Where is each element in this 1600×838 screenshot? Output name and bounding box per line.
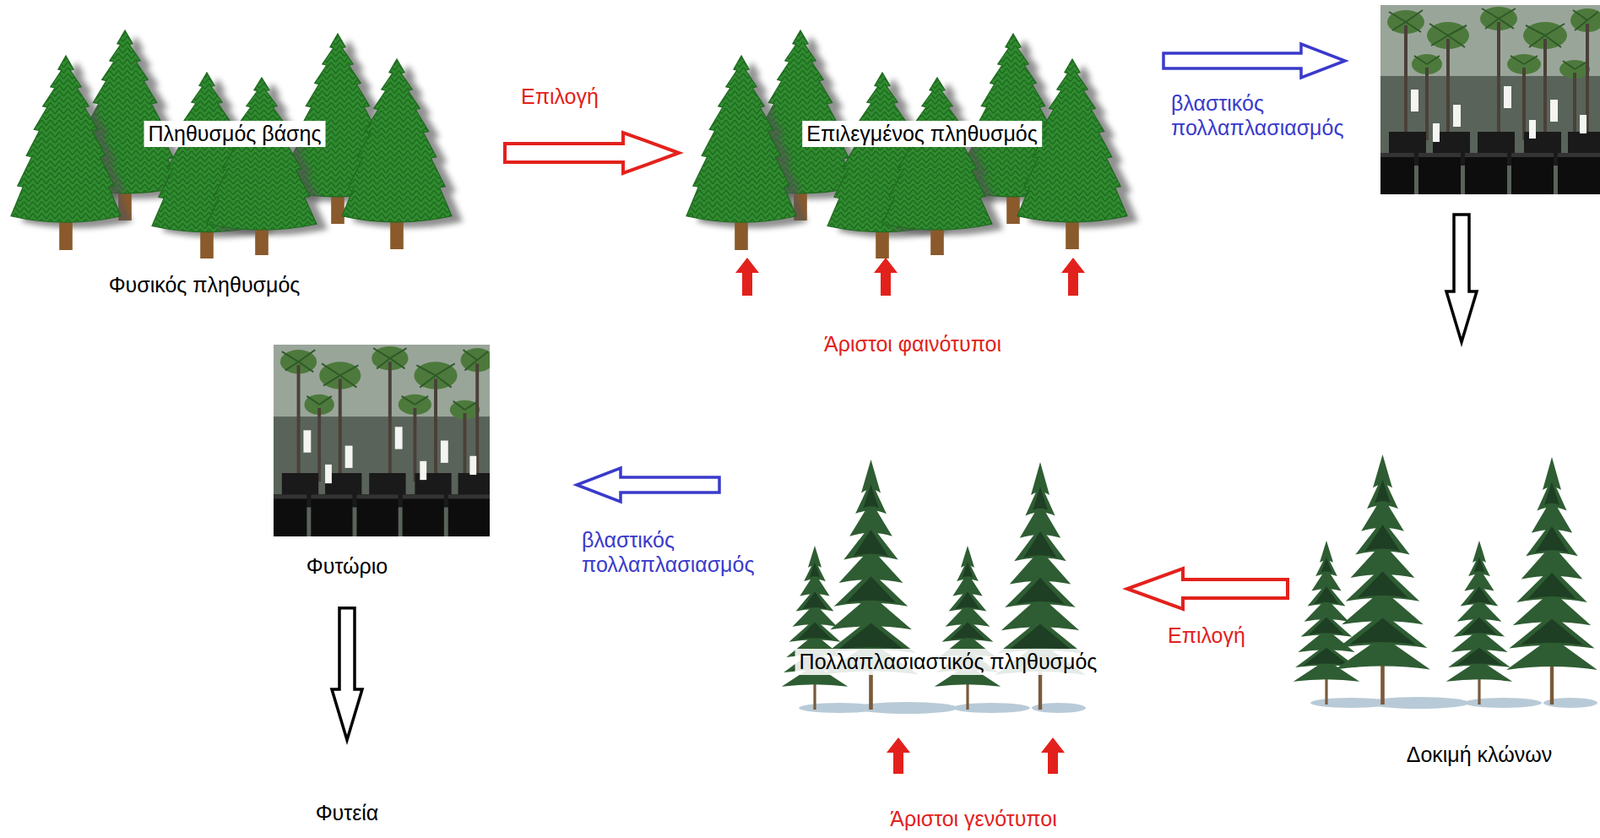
node-caption: Δοκιμή κλώνων (1404, 742, 1555, 767)
text-holder: Φυτώριο (304, 553, 390, 579)
nursery-photo (1372, 5, 1600, 195)
illustration-node: Επιλεγμένος πληθυσμός (685, 30, 1125, 259)
illustration-node (1380, 5, 1600, 195)
text-holder: Άριστοι φαινότυποι (824, 331, 1002, 357)
node-caption: Φυτεία (314, 800, 381, 825)
conifer (882, 77, 1004, 255)
block-arrow (1163, 43, 1346, 78)
block-arrow (576, 467, 720, 502)
nursery-photo (265, 344, 495, 537)
annotation: Άριστοι γενότυποι (889, 806, 1057, 831)
text-holder: Πολλαπλασιαστικός πληθυσμός (795, 648, 1102, 675)
arrow-label: Επιλογή (520, 84, 599, 109)
node-label: Επιλεγμένος πληθυσμός (802, 120, 1042, 147)
conifer (1017, 59, 1139, 250)
illustration-node: Φυτώριο (273, 344, 490, 582)
block-arrow (1446, 214, 1477, 342)
text-holder: Πληθυσμός βάσης (144, 120, 326, 147)
selected-forest (686, 30, 1139, 259)
illustration-node: Δοκιμή κλώνων (1293, 454, 1598, 771)
text-holder: βλαστικός πολλαπλασιασμός (1171, 91, 1374, 141)
text-holder: Επιλογή (1167, 623, 1246, 648)
breeding-population-trees (781, 459, 1086, 714)
block-arrow (1127, 568, 1288, 609)
up-arrow (873, 257, 898, 296)
arrow-label: βλαστικός πολλαπλασιασμός (581, 527, 785, 577)
conifer (206, 77, 328, 255)
up-arrow (1061, 257, 1085, 296)
text-holder: βλαστικός πολλαπλασιασμός (581, 527, 785, 577)
node-caption: Φυτώριο (304, 553, 390, 579)
up-arrow (735, 257, 760, 296)
text-holder: Επιλεγμένος πληθυσμός (802, 120, 1042, 147)
arrow-label: Επιλογή (1167, 623, 1246, 648)
text-holder: Φυσικός πληθυσμός (107, 272, 303, 298)
node-label: Πληθυσμός βάσης (144, 120, 326, 147)
illustration-node: Πολλαπλασιαστικός πληθυσμός (781, 459, 1119, 713)
clone-test-trees (1293, 454, 1598, 709)
text-holder: Άριστοι γενότυποι (889, 806, 1057, 831)
conifer (686, 55, 808, 250)
text-holder: Δοκιμή κλώνων (1404, 742, 1555, 767)
up-arrow (1041, 737, 1065, 774)
node-label: Πολλαπλασιαστικός πληθυσμός (795, 648, 1102, 675)
conifer (341, 59, 463, 250)
illustration-node: Πληθυσμός βάσηςΦυσικός πληθυσμός (10, 30, 460, 301)
conifer (10, 55, 132, 250)
node-caption: Φυσικός πληθυσμός (107, 272, 303, 298)
block-arrow (331, 607, 363, 740)
up-arrow (886, 737, 911, 774)
illustration-node: Φυτεία (287, 797, 407, 831)
block-arrow (504, 132, 679, 174)
annotation: Άριστοι φαινότυποι (824, 331, 1002, 357)
text-holder: Επιλογή (520, 84, 599, 109)
selection-markers (735, 257, 1085, 774)
arrow-label: βλαστικός πολλαπλασιασμός (1171, 91, 1374, 141)
natural-forest (10, 30, 463, 259)
text-holder: Φυτεία (314, 800, 381, 825)
